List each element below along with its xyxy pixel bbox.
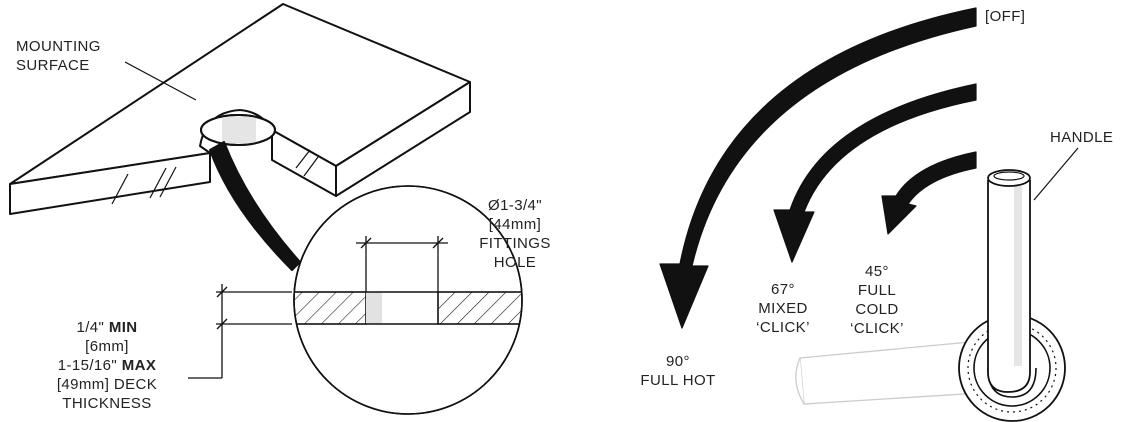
- full-hot-label: 90° FULL HOT: [640, 353, 716, 389]
- slab-hatch-marks: [111, 149, 319, 205]
- handle-label: HANDLE: [1050, 129, 1114, 146]
- fittings-hole-top: [200, 114, 276, 146]
- zoom-callout-arrow: [209, 141, 301, 271]
- handle-leader: [1033, 147, 1079, 201]
- mounting-surface-slab: [9, 3, 471, 215]
- handle-body: [987, 169, 1031, 393]
- off-label: [OFF]: [985, 8, 1026, 25]
- full-cold-click-label: 45° FULL COLD ‘CLICK’: [850, 263, 904, 337]
- mixed-click-label: 67° MIXED ‘CLICK’: [756, 281, 810, 336]
- arrow-full-hot: [659, 7, 977, 329]
- arrow-mixed: [773, 83, 977, 263]
- hole-dimension: [356, 236, 448, 292]
- arrow-full-cold: [881, 151, 977, 235]
- mounting-surface-leader: [124, 61, 197, 101]
- magnifier-detail: [293, 185, 523, 415]
- deck-thickness-label: 1/4" MIN [6mm] 1-15/16" MAX [49mm] DECK …: [56, 319, 158, 412]
- fittings-hole-label: Ø1-3/4" [44mm] FITTINGS HOLE: [479, 197, 551, 271]
- deck-thickness-dimension: [188, 284, 292, 379]
- mounting-surface-label: MOUNTING SURFACE: [16, 38, 101, 74]
